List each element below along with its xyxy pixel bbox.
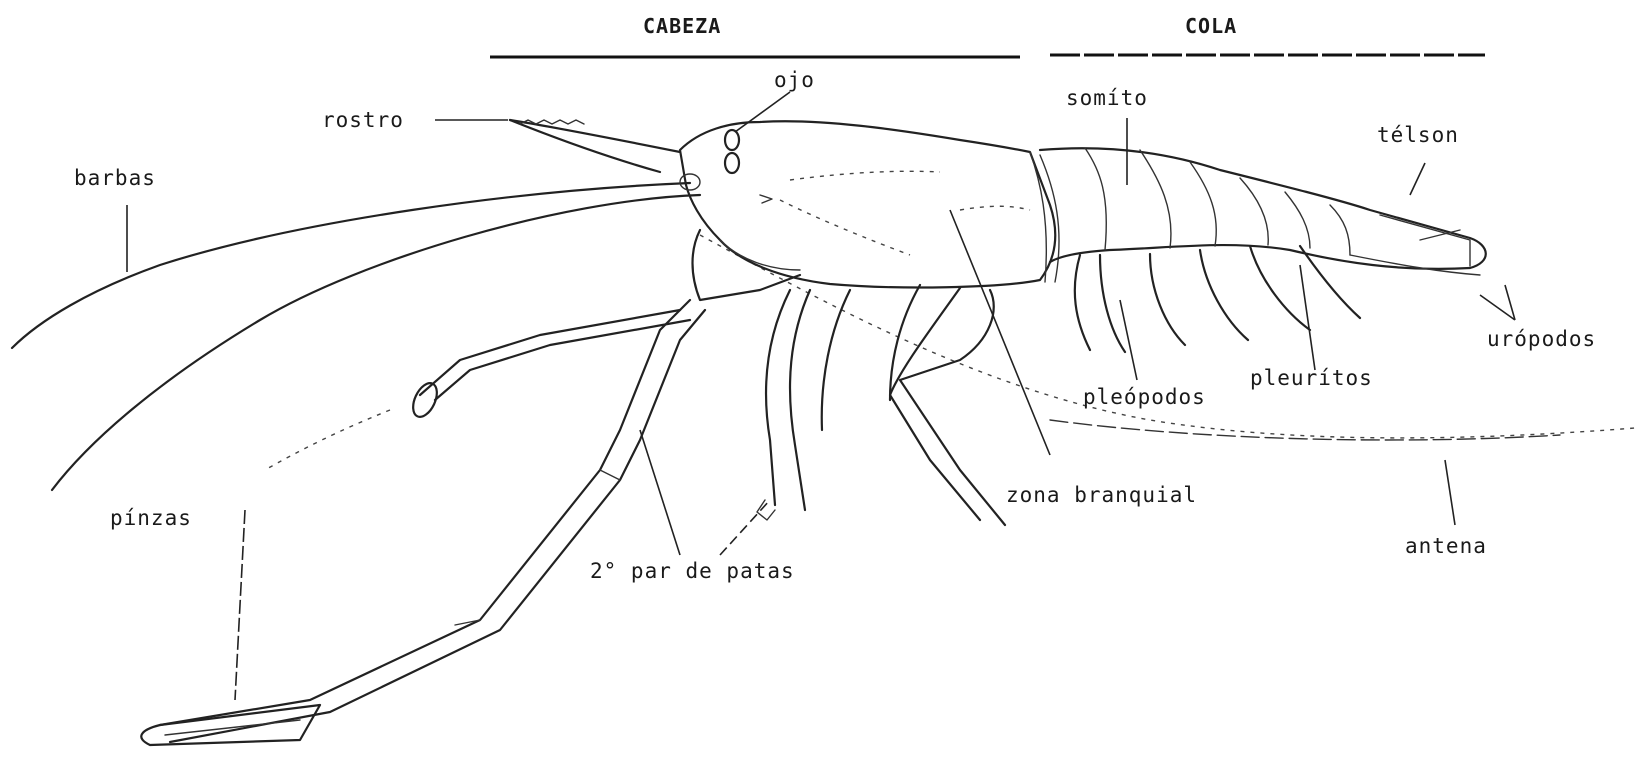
label-ojo: ojo	[774, 70, 815, 91]
leader-lines	[127, 92, 1515, 700]
pleopods	[1075, 246, 1360, 352]
cheliped	[141, 300, 705, 745]
head-section-label: CABEZA	[643, 16, 721, 36]
label-telson: télson	[1377, 125, 1459, 146]
leader-uropodos	[1480, 285, 1515, 320]
label-somito: somíto	[1066, 88, 1148, 109]
label-pleopodos: pleópodos	[1083, 387, 1206, 408]
label-pleuritos: pleurítos	[1250, 368, 1373, 389]
tail-section-label: COLA	[1185, 16, 1237, 36]
leader-telson	[1410, 163, 1425, 195]
antenna	[265, 235, 1635, 470]
leader-pleuritos	[1300, 265, 1315, 370]
label-zona-branquial: zona branquial	[1006, 485, 1197, 506]
leader-ojo	[735, 92, 790, 132]
walking-legs	[757, 285, 1005, 525]
leader-pinzas	[235, 510, 245, 700]
abdomen	[1040, 148, 1486, 269]
mouth-appendages	[693, 230, 801, 300]
label-pinzas: pínzas	[110, 508, 192, 529]
eye	[680, 130, 739, 190]
rostrum	[510, 120, 680, 172]
leader-segundo-par-a	[640, 430, 680, 555]
leader-pleopodos	[1120, 300, 1137, 380]
label-uropodos: urópodos	[1487, 329, 1596, 350]
leader-antena	[1445, 460, 1455, 525]
label-antena: antena	[1405, 536, 1487, 557]
label-barbas: barbas	[74, 168, 156, 189]
leader-zona-branquial	[950, 210, 1050, 455]
label-segundo-par: 2° par de patas	[590, 561, 795, 582]
leader-segundo-par-b	[720, 500, 770, 555]
label-rostro: rostro	[322, 110, 404, 131]
